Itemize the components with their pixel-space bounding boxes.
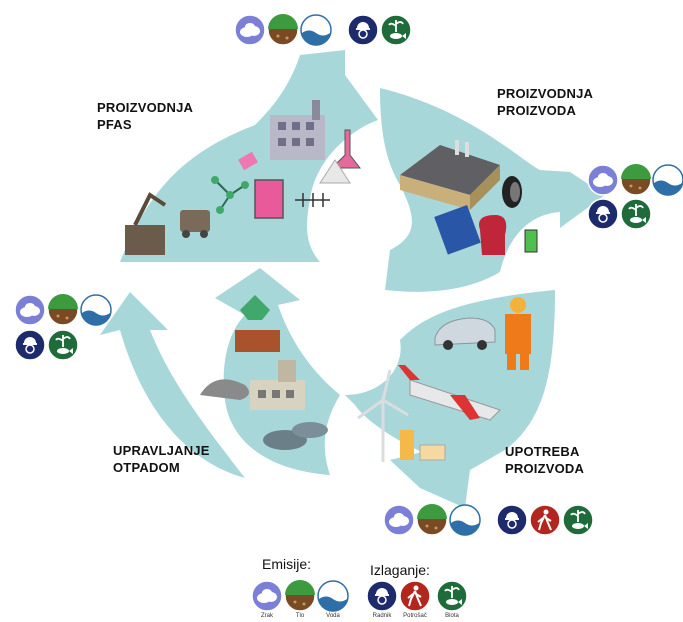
stage-label-line: PROIZVODA (505, 461, 585, 476)
stage-label-line: OTPADOM (113, 460, 180, 475)
stage-label-line: UPOTREBA (505, 444, 580, 459)
legend-exposure-icons (366, 580, 468, 612)
legend-emissions-icons (251, 579, 349, 613)
biota-icon (620, 198, 652, 230)
soil-icon (284, 579, 316, 612)
worker-icon (496, 504, 528, 536)
soil-icon (267, 13, 299, 46)
air-icon (587, 164, 619, 196)
legend-emissions-title: Emisije: (262, 556, 312, 572)
soil-icon (416, 503, 448, 536)
water-icon (80, 294, 112, 327)
worker-icon (347, 14, 379, 46)
product-manufacturing-illustration (400, 140, 538, 255)
water-icon (300, 14, 332, 47)
water-icon (449, 504, 481, 537)
soil-icon (47, 293, 79, 326)
biota-icon (562, 504, 594, 536)
legend-caption-worker: Radnik (372, 613, 392, 619)
legend-caption-air: Zrak (261, 613, 273, 619)
biota-icon (47, 329, 79, 361)
waste-management-emission-icons (14, 293, 112, 361)
legend-caption-soil: Tlo (295, 613, 305, 619)
biota-icon (380, 14, 412, 46)
pfas-production-illustration (125, 100, 362, 255)
stage-label-line: PROIZVODNJA (97, 100, 194, 115)
worker-icon (14, 329, 46, 361)
stage-label-line: PFAS (97, 117, 132, 132)
water-icon (317, 580, 349, 613)
legend-caption-water: Voda (326, 613, 340, 619)
stage-label-product-use: UPOTREBA PROIZVODA (505, 443, 584, 477)
consumer-icon (399, 580, 431, 612)
worker-icon (366, 580, 398, 612)
product-use-emission-icons (383, 503, 594, 537)
stage-label-line: UPRAVLJANJE (113, 443, 210, 458)
air-icon (251, 580, 283, 612)
air-icon (14, 294, 46, 326)
waste-management-illustration (200, 295, 328, 450)
stage-label-line: PROIZVODA (497, 103, 577, 118)
air-icon (234, 14, 266, 46)
consumer-icon (529, 504, 561, 536)
legend-caption-biota: Biota (445, 613, 459, 619)
stage-label-product-manufacturing: PROIZVODNJA PROIZVODA (497, 85, 593, 119)
soil-icon (620, 163, 652, 196)
stage-label-line: PROIZVODNJA (497, 86, 594, 101)
biota-icon (436, 580, 468, 612)
legend-exposure-title: Izlaganje: (370, 562, 430, 578)
water-icon (652, 164, 683, 197)
arrow-product-manufacturing (380, 88, 605, 292)
product-use-illustration (357, 297, 531, 462)
air-icon (383, 504, 415, 536)
pfas-production-emission-icons (234, 13, 412, 47)
stage-label-waste-management: UPRAVLJANJE OTPADOM (113, 442, 210, 476)
legend-caption-consumer: Potrošač (403, 613, 427, 619)
stage-label-pfas-production: PROIZVODNJA PFAS (97, 99, 193, 133)
worker-icon (587, 198, 619, 230)
